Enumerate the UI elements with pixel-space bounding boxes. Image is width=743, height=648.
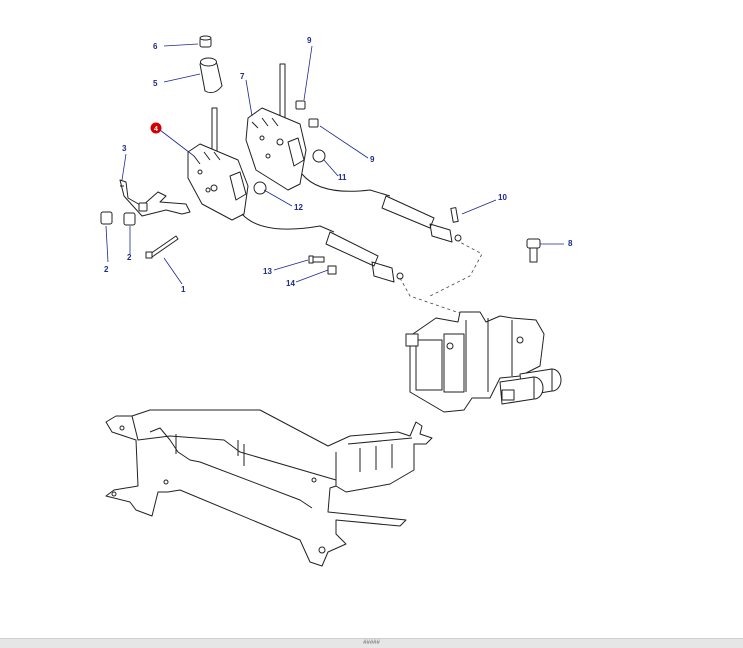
part-6-cap[interactable] [199, 35, 212, 48]
part-13-screw[interactable] [308, 255, 325, 264]
callout-12[interactable]: 12 [294, 203, 303, 212]
callout-6[interactable]: 6 [153, 42, 158, 51]
callout-leaders [105, 43, 564, 285]
part-14-clip[interactable] [327, 265, 337, 275]
mounting-frame[interactable] [105, 409, 433, 567]
upper-control-cable[interactable] [301, 173, 462, 243]
callout-13[interactable]: 13 [263, 267, 272, 276]
callout-3[interactable]: 3 [122, 144, 127, 153]
part-5-knob[interactable] [199, 57, 223, 94]
part-8-bolt[interactable] [526, 238, 541, 263]
callout-4[interactable]: 4 [154, 126, 158, 133]
assembly-lines [399, 239, 483, 321]
part-3-bracket[interactable] [119, 179, 191, 217]
callout-9-lower[interactable]: 9 [370, 155, 375, 164]
part-2-bolt-small[interactable] [138, 202, 148, 212]
callout-7[interactable]: 7 [240, 72, 245, 81]
part-9-nut-upper[interactable] [295, 100, 306, 110]
footer-bar: ##### [0, 638, 743, 648]
part-4-left-lever-bracket[interactable] [187, 107, 249, 221]
part-12-bushing[interactable] [253, 181, 267, 195]
callout-11[interactable]: 11 [338, 173, 347, 182]
part-2-nut-left[interactable] [100, 211, 113, 225]
callout-2-right[interactable]: 2 [127, 253, 132, 262]
callout-8[interactable]: 8 [568, 239, 573, 248]
callout-10[interactable]: 10 [498, 193, 507, 202]
part-7-right-lever-bracket[interactable] [245, 63, 307, 191]
footer-label: ##### [363, 640, 380, 646]
callout-14[interactable]: 14 [286, 279, 295, 288]
callout-1[interactable]: 1 [181, 285, 186, 294]
callout-labels: 6 5 4 3 7 9 9 11 12 10 8 2 2 1 13 14 [104, 36, 573, 294]
callout-4-highlight[interactable]: 4 [150, 122, 162, 134]
lower-control-cable[interactable] [241, 213, 404, 283]
part-10-pin[interactable] [450, 207, 459, 223]
part-9-nut-lower[interactable] [308, 118, 319, 128]
callout-2-left[interactable]: 2 [104, 265, 109, 274]
part-1-bolt[interactable] [145, 235, 179, 259]
hydraulic-valve-block[interactable] [405, 311, 562, 413]
callout-9-upper[interactable]: 9 [307, 36, 312, 45]
callout-5[interactable]: 5 [153, 79, 158, 88]
part-2-nut-right[interactable] [123, 212, 136, 226]
part-11-bushing[interactable] [312, 149, 326, 163]
